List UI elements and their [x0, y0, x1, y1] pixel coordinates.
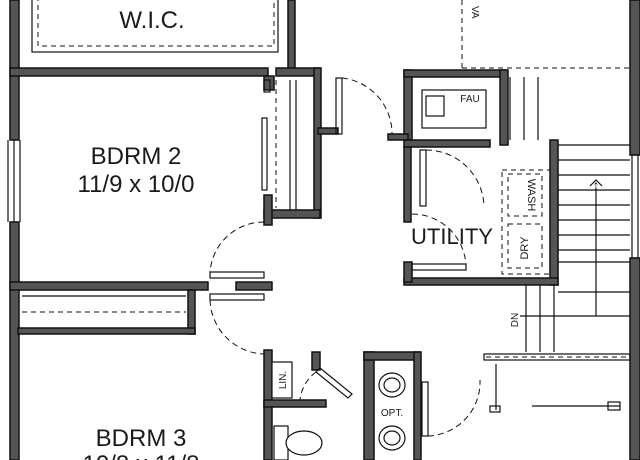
utility-closet-door [419, 149, 427, 207]
bdrm3-closet-bottom [17, 327, 196, 335]
utility-left-wall [403, 69, 413, 141]
bdrm3-door-leaf [209, 293, 265, 301]
linen-label: LIN. [278, 371, 289, 389]
right-exterior-wall-lower [629, 257, 640, 460]
bdrm2-closet-wall-top [263, 75, 275, 91]
wic-bottom-wall [9, 67, 269, 77]
bathroom: OPT. [273, 372, 406, 460]
laundry-outline [501, 169, 551, 275]
wic-right-wall [287, 0, 296, 73]
hall-door-stub [317, 127, 339, 135]
bdrm2-closet-jamb [263, 194, 273, 226]
utility-mid-wall [403, 146, 412, 223]
dryer-box [507, 223, 543, 269]
vanity-right-wall [413, 351, 422, 460]
utility-right-wall [549, 139, 559, 286]
stairs: ↑ DN [509, 77, 639, 352]
wic-shelf-outline [37, 0, 275, 47]
bdrm2-closet-door [261, 117, 268, 191]
guard-rail [483, 353, 631, 413]
bath-door-leaf [421, 381, 429, 437]
dn-label: DN [510, 313, 521, 327]
utility-divider-stub [387, 133, 409, 141]
hall-vertical-wall [313, 67, 322, 219]
vanity-top-wall [363, 351, 421, 361]
utility-door-leaf [411, 263, 467, 271]
bdrm2-door-leaf [209, 271, 265, 279]
door-swings [209, 77, 481, 437]
bdrm3-size: 10/8 x 11/8 [83, 451, 200, 460]
bdrm3-room: BDRM 3 10/8 x 11/8 [22, 295, 200, 460]
hall-door-leaf [335, 77, 343, 135]
utility-divider-wall [403, 139, 491, 148]
left-exterior-wall-lower [9, 221, 20, 460]
utility-room: FAU WASH DRY UTILITY [411, 89, 551, 275]
bdrm3-name: BDRM 3 [96, 425, 187, 452]
vault-line: VA [461, 0, 630, 69]
stair-left-rail [499, 69, 509, 146]
bdrm2-window [7, 140, 21, 222]
vanity-wall [363, 351, 375, 460]
linen-stub [311, 351, 321, 371]
bdrm2-closet-hinge [263, 79, 271, 93]
vault-label: VA [469, 6, 480, 19]
wic-shelf [31, 0, 279, 53]
bdrm2-bottom-wall [9, 281, 209, 291]
washer-box [507, 173, 543, 217]
linen-closet: LIN. [271, 361, 353, 401]
bdrm2-room: BDRM 2 11/9 x 10/0 [78, 79, 297, 210]
utility-label: UTILITY [411, 224, 493, 249]
wic-label: W.I.C. [119, 7, 184, 34]
wash-label: WASH [525, 179, 537, 212]
utility-bottom-left-stub [403, 261, 413, 283]
dry-label: DRY [519, 236, 531, 260]
opt-label: OPT. [381, 408, 403, 419]
toilet-bowl [285, 430, 323, 456]
right-exterior-wall [629, 0, 640, 156]
walls [9, 0, 640, 460]
fau-label: FAU [460, 94, 479, 105]
bdrm2-bottom-wall-right [235, 281, 273, 291]
bdrm2-size: 11/9 x 10/0 [78, 171, 195, 198]
linen-box [271, 361, 293, 399]
wic-room: W.I.C. [31, 0, 279, 53]
stair-window-1 [631, 154, 639, 259]
linen-right-wall [263, 399, 327, 408]
utility-bottom-wall [403, 277, 559, 286]
utility-top-wall [403, 69, 507, 78]
stair-arrow: ↑ [593, 177, 600, 193]
bdrm2-name: BDRM 2 [91, 143, 182, 170]
fau-inner [425, 95, 445, 117]
